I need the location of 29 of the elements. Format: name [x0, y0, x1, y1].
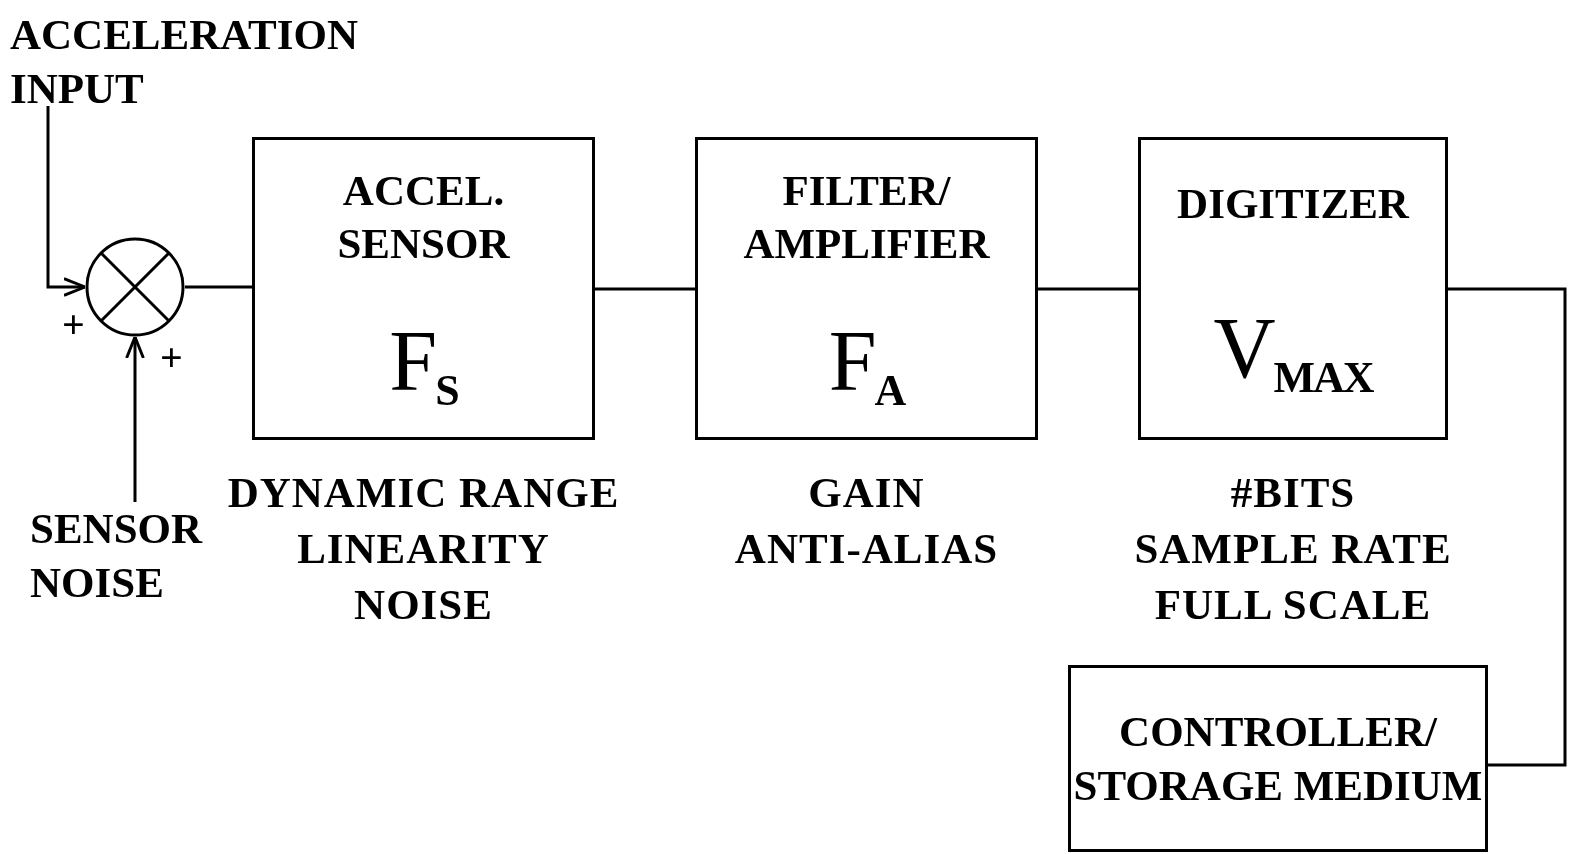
parameter-text: SAMPLE RATE	[1133, 524, 1453, 574]
parameter-symbol: F$_{A}$	[828, 318, 905, 414]
parameter-text: DYNAMIC RANGE	[226, 468, 621, 518]
parameter-text: ANTI-ALIAS	[733, 524, 1000, 574]
parameter-text: FULL SCALE	[1153, 580, 1433, 630]
process-box	[1138, 137, 1448, 440]
signal-line	[1448, 287, 1567, 767]
box-title: DIGITIZER	[1177, 178, 1409, 229]
box-title: CONTROLLER/ STORAGE MEDIUM	[1072, 706, 1484, 811]
signal-label: ACCELERATION INPUT	[10, 10, 360, 114]
parameter-text: NOISE	[353, 580, 494, 630]
signal-line	[185, 285, 252, 289]
box-title: FILTER/ AMPLIFIER	[742, 165, 991, 270]
signal-line	[1038, 287, 1138, 291]
box-title: ACCEL. SENSOR	[336, 165, 511, 270]
process-box	[695, 137, 1038, 440]
parameter-text: LINEARITY	[296, 524, 551, 574]
sign-label: +	[160, 338, 183, 378]
parameter-symbol: V$_{MAX}$	[1213, 304, 1373, 400]
parameter-text: #BITS	[1229, 468, 1357, 518]
signal-line	[595, 287, 695, 291]
signal-label: SENSOR NOISE	[30, 504, 204, 608]
process-box	[252, 137, 595, 440]
arrow	[46, 106, 87, 297]
arrow	[125, 335, 145, 502]
sign-label: +	[62, 305, 85, 345]
process-box	[1068, 665, 1488, 852]
parameter-text: GAIN	[807, 468, 926, 518]
parameter-symbol: F$_{S}$	[389, 318, 458, 414]
